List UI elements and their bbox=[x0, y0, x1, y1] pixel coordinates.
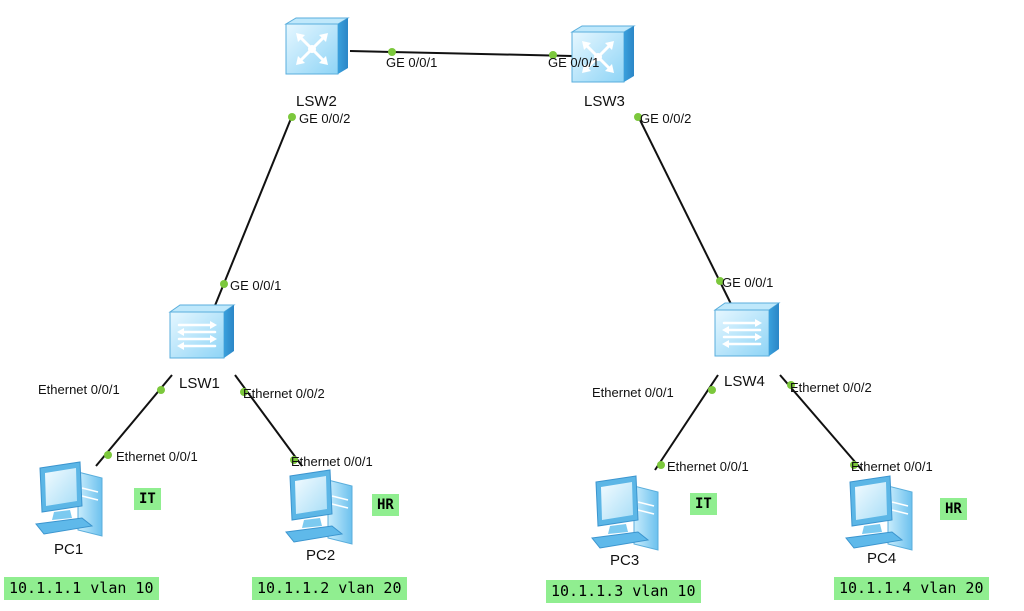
note-pc3-dept[interactable]: IT bbox=[690, 493, 717, 515]
link-lsw2-lsw1[interactable] bbox=[213, 115, 293, 309]
port-dot bbox=[288, 113, 296, 121]
port-dot bbox=[290, 456, 298, 464]
core-switch-icon bbox=[284, 16, 350, 76]
device-label-lsw2: LSW2 bbox=[296, 93, 337, 110]
port-label-lsw2-ge002: GE 0/0/2 bbox=[299, 111, 350, 126]
port-dot bbox=[157, 386, 165, 394]
port-dot bbox=[104, 451, 112, 459]
link-lsw4-pc3[interactable] bbox=[654, 374, 719, 471]
port-dot bbox=[716, 277, 724, 285]
device-label-pc2: PC2 bbox=[306, 547, 335, 564]
device-lsw2[interactable] bbox=[284, 16, 350, 76]
device-labels: LSW2 LSW3 LSW1 LSW4 PC1 PC2 PC3 PC4 bbox=[54, 93, 896, 569]
device-label-lsw3: LSW3 bbox=[584, 93, 625, 110]
link-lsw3-lsw4[interactable] bbox=[637, 115, 733, 307]
pc-icon bbox=[591, 475, 659, 551]
device-label-pc4: PC4 bbox=[867, 550, 896, 567]
port-dot bbox=[388, 48, 396, 56]
device-label-lsw4: LSW4 bbox=[724, 373, 765, 390]
pc-icon bbox=[285, 469, 353, 545]
note-pc4-ip[interactable]: 10.1.1.4 vlan 20 bbox=[834, 577, 989, 600]
port-label-pc3-eth001: Ethernet 0/0/1 bbox=[667, 459, 749, 474]
port-label-pc2-eth001: Ethernet 0/0/1 bbox=[291, 454, 373, 469]
device-label-lsw1: LSW1 bbox=[179, 375, 220, 392]
device-pc2[interactable] bbox=[285, 469, 353, 545]
port-label-lsw1-eth001: Ethernet 0/0/1 bbox=[38, 382, 120, 397]
switch-icon bbox=[168, 303, 236, 360]
note-pc4-dept[interactable]: HR bbox=[940, 498, 967, 520]
port-label-pc1-eth001: Ethernet 0/0/1 bbox=[116, 449, 198, 464]
port-dot bbox=[220, 280, 228, 288]
note-pc1-dept[interactable]: IT bbox=[134, 488, 161, 510]
port-dots bbox=[104, 48, 858, 469]
port-dot bbox=[787, 381, 795, 389]
core-switch-icon bbox=[570, 24, 636, 84]
port-label-pc4-eth001: Ethernet 0/0/1 bbox=[851, 459, 933, 474]
port-dot bbox=[634, 113, 642, 121]
device-lsw3[interactable] bbox=[570, 24, 636, 84]
pc-icon bbox=[845, 475, 913, 551]
port-dot bbox=[850, 461, 858, 469]
device-lsw1[interactable] bbox=[168, 303, 236, 360]
note-pc2-dept[interactable]: HR bbox=[372, 494, 399, 516]
link-lsw2-lsw3[interactable] bbox=[349, 50, 573, 57]
link-lsw4-pc4[interactable] bbox=[779, 374, 863, 471]
pc-icon bbox=[35, 461, 103, 537]
port-label-lsw3-ge002: GE 0/0/2 bbox=[640, 111, 691, 126]
port-dot bbox=[240, 388, 248, 396]
note-pc2-ip[interactable]: 10.1.1.2 vlan 20 bbox=[252, 577, 407, 600]
device-label-pc1: PC1 bbox=[54, 541, 83, 558]
note-pc1-ip[interactable]: 10.1.1.1 vlan 10 bbox=[4, 577, 159, 600]
switch-icon bbox=[713, 301, 781, 358]
port-dot bbox=[549, 51, 557, 59]
port-label-lsw2-ge001: GE 0/0/1 bbox=[386, 55, 437, 70]
device-lsw4[interactable] bbox=[713, 301, 781, 358]
port-label-lsw4-eth001: Ethernet 0/0/1 bbox=[592, 385, 674, 400]
note-pc3-ip[interactable]: 10.1.1.3 vlan 10 bbox=[546, 580, 701, 603]
port-labels: GE 0/0/1 GE 0/0/1 GE 0/0/2 GE 0/0/2 GE 0… bbox=[38, 55, 933, 474]
device-pc1[interactable] bbox=[35, 461, 103, 537]
port-label-lsw3-ge001: GE 0/0/1 bbox=[548, 55, 599, 70]
port-label-lsw4-ge001: GE 0/0/1 bbox=[722, 275, 773, 290]
port-label-lsw1-eth002: Ethernet 0/0/2 bbox=[243, 386, 325, 401]
port-label-lsw1-ge001: GE 0/0/1 bbox=[230, 278, 281, 293]
device-label-pc3: PC3 bbox=[610, 552, 639, 569]
device-pc3[interactable] bbox=[591, 475, 659, 551]
port-dot bbox=[708, 386, 716, 394]
device-pc4[interactable] bbox=[845, 475, 913, 551]
links bbox=[95, 50, 863, 471]
port-dot bbox=[657, 461, 665, 469]
port-label-lsw4-eth002: Ethernet 0/0/2 bbox=[790, 380, 872, 395]
